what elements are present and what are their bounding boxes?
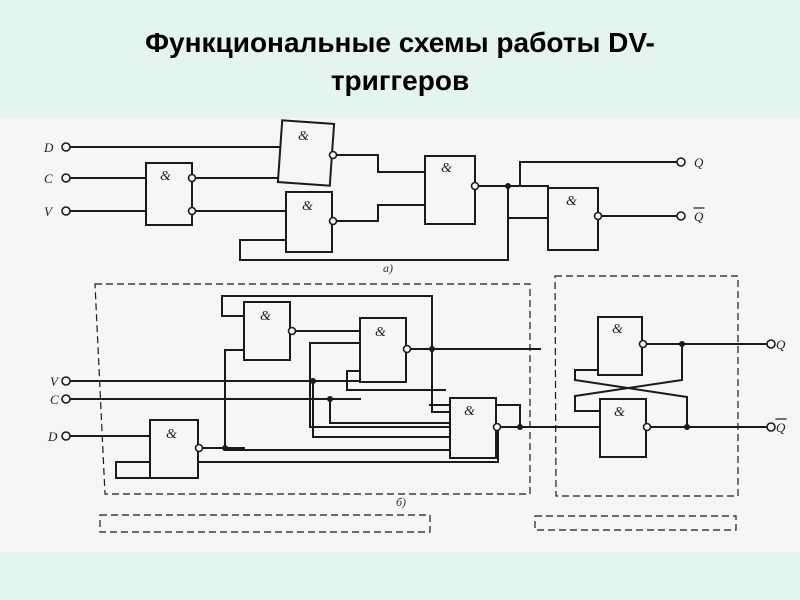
inversion-bubble — [470, 181, 480, 191]
output-label-q-bar: Q — [776, 420, 786, 435]
junction-dot — [679, 341, 685, 347]
input-terminal-v — [61, 206, 71, 216]
junction-dot — [310, 378, 316, 384]
gate-label: & — [260, 309, 271, 324]
output-label-q: Q — [776, 337, 786, 352]
inversion-bubble — [287, 326, 297, 336]
junction-dot — [222, 445, 228, 451]
inversion-bubble — [187, 206, 197, 216]
caption-a: а) — [383, 261, 393, 275]
output-terminal-q — [676, 157, 686, 167]
input-terminal-d — [61, 431, 71, 441]
inversion-bubble — [402, 344, 412, 354]
input-label-c: C — [50, 392, 59, 407]
and-gate-a4 — [424, 155, 476, 225]
output-label-q: Q — [694, 155, 704, 170]
junction-dot — [517, 424, 523, 430]
input-terminal-v — [61, 376, 71, 386]
input-label-v: V — [44, 204, 54, 219]
inversion-bubble — [593, 211, 603, 221]
gate-label: & — [614, 405, 625, 420]
gate-label: & — [302, 199, 313, 214]
input-label-d: D — [47, 429, 58, 444]
and-gate-a1 — [145, 162, 193, 226]
and-gate-a3 — [285, 191, 333, 253]
dashed-strip-left — [99, 514, 431, 533]
inversion-bubble — [492, 422, 502, 432]
inversion-bubble — [642, 422, 652, 432]
input-terminal-d — [61, 142, 71, 152]
output-terminal-q-bar — [676, 211, 686, 221]
inversion-bubble — [328, 216, 338, 226]
inversion-bubble — [328, 150, 338, 160]
dashed-frame-right — [554, 275, 739, 497]
and-gate-b5 — [597, 316, 643, 376]
input-label-c: C — [44, 171, 53, 186]
inversion-bubble — [187, 173, 197, 183]
input-label-v: V — [50, 374, 60, 389]
page-title: Функциональные схемы работы DV-триггеров — [145, 27, 655, 96]
gate-label: & — [166, 427, 177, 442]
junction-dot — [429, 346, 435, 352]
dashed-frame-left — [94, 283, 531, 495]
gate-label: & — [160, 169, 171, 184]
diagram-b: & & & & & & V C D Q Q б) — [47, 275, 787, 533]
junction-dot — [684, 424, 690, 430]
gate-label: & — [441, 161, 452, 176]
inversion-bubble — [194, 443, 204, 453]
output-terminal-q — [766, 339, 776, 349]
and-gate-a5 — [547, 187, 599, 251]
gate-label: & — [612, 322, 623, 337]
circuit-diagram: & & & & & D C V Q Q а) — [0, 118, 800, 552]
circuit-svg: & & & & & D C V Q Q а) — [43, 119, 787, 533]
and-gate-b4 — [149, 419, 199, 479]
dashed-strip-right — [534, 515, 737, 531]
junction-dot — [327, 396, 333, 402]
inversion-bubble — [638, 339, 648, 349]
gate-label: & — [375, 325, 386, 340]
input-label-d: D — [43, 140, 54, 155]
and-gate-b6 — [599, 398, 647, 458]
junction-dot — [505, 183, 511, 189]
gate-label: & — [464, 404, 475, 419]
diagram-a: & & & & & D C V Q Q а) — [43, 119, 705, 275]
input-terminal-c — [61, 173, 71, 183]
gate-label: & — [298, 129, 309, 144]
caption-b: б) — [396, 495, 406, 509]
output-terminal-q-bar — [766, 422, 776, 432]
gate-label: & — [566, 194, 577, 209]
output-label-q-bar: Q — [694, 209, 704, 224]
input-terminal-c — [61, 394, 71, 404]
